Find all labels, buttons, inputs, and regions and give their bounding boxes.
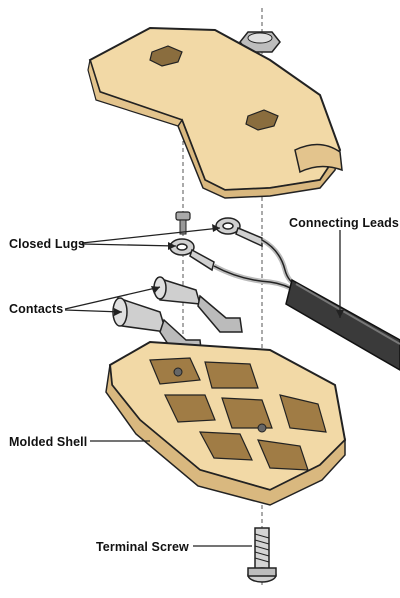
connecting-leads (212, 237, 302, 295)
leader-arrowheads (114, 224, 344, 318)
closed-lugs (169, 217, 263, 272)
terminal-screw (247, 527, 277, 583)
closed-lugs-label: Closed Lugs (9, 237, 86, 251)
top-cover (87, 26, 343, 199)
connecting-leads-label: Connecting Leads (289, 216, 399, 230)
contacts-label: Contacts (9, 302, 64, 316)
molded-shell-label: Molded Shell (9, 435, 88, 449)
cable (285, 278, 400, 371)
molded-shell (105, 340, 347, 506)
top-nut (239, 31, 281, 53)
lug-screw (175, 211, 191, 235)
terminal-screw-label: Terminal Screw (96, 540, 189, 554)
leader-lines (64, 227, 341, 547)
